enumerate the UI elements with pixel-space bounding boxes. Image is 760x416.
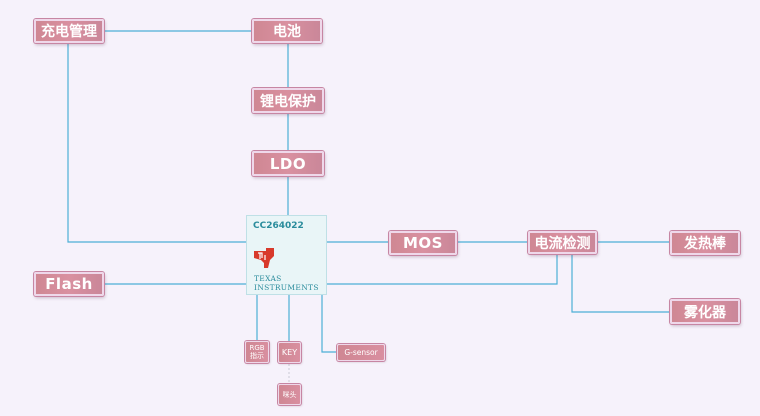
buzzer-label: 咪头 bbox=[282, 390, 297, 399]
g-sensor-label: G-sensor bbox=[344, 347, 378, 357]
buzzer-node: 咪头 bbox=[278, 384, 301, 405]
wire-current-atomizer bbox=[571, 254, 670, 313]
chip-name: CC264022 bbox=[253, 221, 304, 231]
ti-wordmark-line2: INSTRUMENTS bbox=[254, 283, 319, 292]
key-label: KEY bbox=[281, 347, 298, 357]
ti-wordmark-line1: TEXAS bbox=[254, 274, 282, 283]
flash-node: Flash bbox=[34, 272, 104, 296]
battery-node: 电池 bbox=[252, 19, 322, 43]
wire-current-chip-feedback bbox=[327, 254, 558, 285]
heating-rod-node: 发热棒 bbox=[670, 231, 740, 255]
current-detect-node: 电流检测 bbox=[528, 231, 597, 254]
charge-management-node: 充电管理 bbox=[34, 19, 104, 43]
rgb-indicator-line2: 指示 bbox=[250, 352, 264, 360]
key-node: KEY bbox=[278, 342, 301, 363]
ti-wordmark: TEXAS INSTRUMENTS bbox=[254, 274, 319, 292]
rgb-indicator-line1: RGB bbox=[249, 344, 265, 352]
lithium-protection-node: 锂电保护 bbox=[252, 88, 324, 113]
g-sensor-node: G-sensor bbox=[337, 344, 385, 361]
atomizer-node: 雾化器 bbox=[670, 299, 740, 324]
ldo-node: LDO bbox=[252, 151, 324, 176]
mcu-chip: CC264022 TEXAS INSTRUMENTS bbox=[246, 215, 327, 295]
mos-node: MOS bbox=[389, 231, 457, 255]
rgb-indicator-node: RGB 指示 bbox=[245, 341, 269, 363]
wire-charge-chip bbox=[67, 43, 246, 243]
wire-chip-gsensor bbox=[321, 295, 337, 353]
texas-instruments-logo-icon bbox=[254, 248, 274, 268]
